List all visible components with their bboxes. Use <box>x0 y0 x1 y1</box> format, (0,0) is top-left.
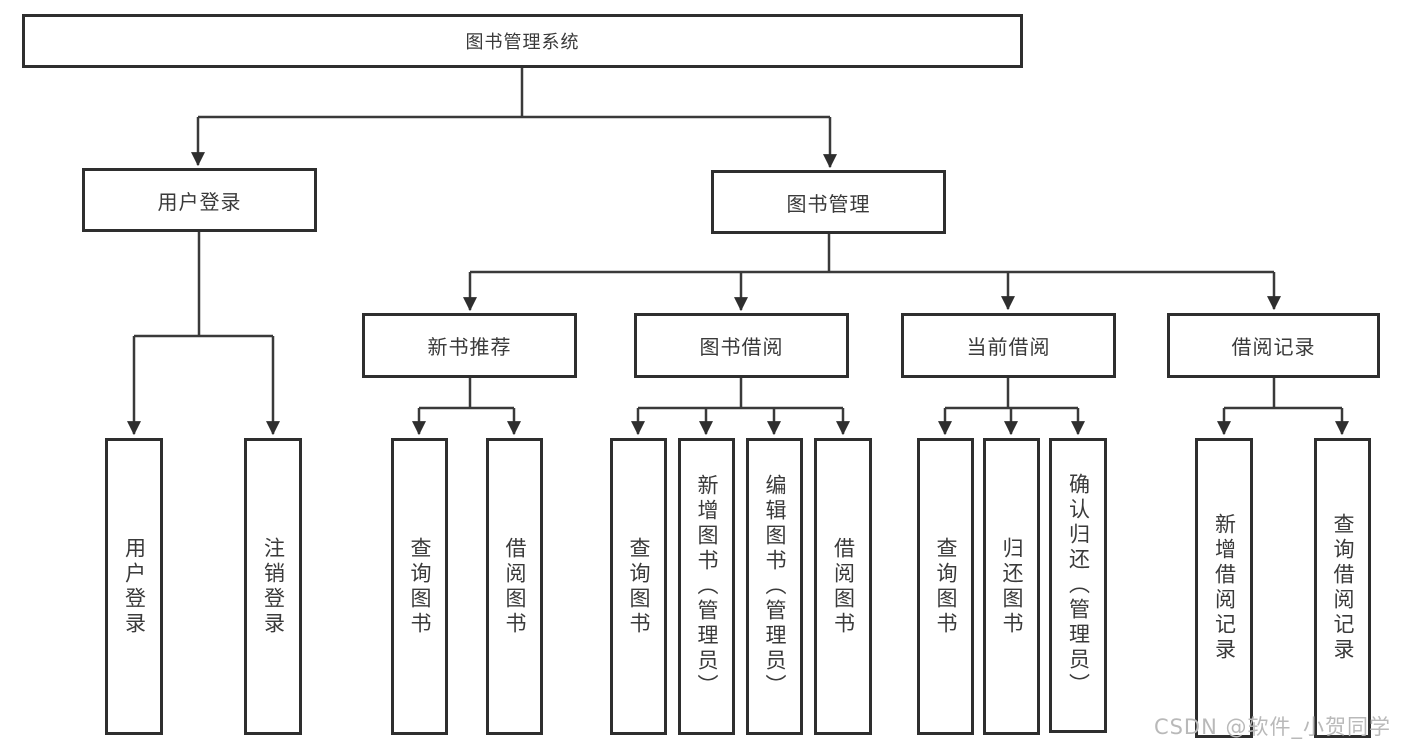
connector-current-rail <box>945 378 1078 410</box>
node-label: 借阅图书 <box>831 536 856 637</box>
node-leaf-borrow-books-2: 借阅图书 <box>814 438 872 735</box>
connector-records-rail <box>1224 378 1342 410</box>
node-user-login-branch: 用户登录 <box>82 168 317 232</box>
node-label: 查询图书 <box>408 536 432 637</box>
node-leaf-query-books-3: 查询图书 <box>917 438 974 735</box>
node-leaf-add-books-admin: 新增图书（管理员） <box>678 438 735 735</box>
node-label: 新书推荐 <box>427 335 512 359</box>
node-label: 查询图书 <box>934 536 958 637</box>
connector-book-mgmt-stem <box>470 234 1274 274</box>
node-label: 查询借阅记录 <box>1331 513 1355 663</box>
node-leaf-user-login: 用户登录 <box>105 438 163 735</box>
node-leaf-logout: 注销登录 <box>244 438 302 735</box>
node-leaf-borrow-books-1: 借阅图书 <box>486 438 543 735</box>
node-leaf-query-borrow-record: 查询借阅记录 <box>1314 438 1371 738</box>
node-leaf-edit-books-admin: 编辑图书（管理员） <box>746 438 803 735</box>
node-leaf-query-books-1: 查询图书 <box>391 438 448 735</box>
node-leaf-add-borrow-record: 新增借阅记录 <box>1195 438 1253 738</box>
node-book-borrowing: 图书借阅 <box>634 313 849 378</box>
node-library-management-system: 图书管理系统 <box>22 14 1023 68</box>
node-label: 用户登录 <box>157 189 242 214</box>
node-new-book-recommend: 新书推荐 <box>362 313 577 378</box>
node-label: 借阅图书 <box>503 536 527 637</box>
connector-borrowing-rail <box>638 378 843 410</box>
connector-new-books-rail <box>419 378 514 410</box>
node-leaf-return-books: 归还图书 <box>983 438 1040 735</box>
node-leaf-query-books-2: 查询图书 <box>610 438 667 735</box>
node-label: 归还图书 <box>1000 536 1024 637</box>
connector-root-stem <box>198 68 830 119</box>
node-label: 新增借阅记录 <box>1212 513 1237 663</box>
node-label: 借阅记录 <box>1231 335 1316 359</box>
node-borrow-records: 借阅记录 <box>1167 313 1380 378</box>
node-leaf-confirm-return-admin: 确认归还（管理员） <box>1049 438 1107 733</box>
node-label: 图书管理系统 <box>465 32 580 53</box>
node-label: 注销登录 <box>261 536 286 637</box>
node-label: 用户登录 <box>122 536 147 637</box>
node-label: 图书管理 <box>786 191 871 216</box>
csdn-watermark: CSDN @软件_小贺同学 <box>1153 715 1391 739</box>
node-label: 编辑图书（管理员） <box>763 474 787 699</box>
node-label: 新增图书（管理员） <box>695 474 719 699</box>
node-label: 查询图书 <box>627 536 651 637</box>
node-book-management-branch: 图书管理 <box>711 170 946 234</box>
connector-user-login-stem <box>134 232 273 338</box>
node-current-borrowing: 当前借阅 <box>901 313 1116 378</box>
node-label: 图书借阅 <box>699 335 784 359</box>
node-label: 当前借阅 <box>966 335 1051 359</box>
node-label: 确认归还（管理员） <box>1066 473 1091 698</box>
